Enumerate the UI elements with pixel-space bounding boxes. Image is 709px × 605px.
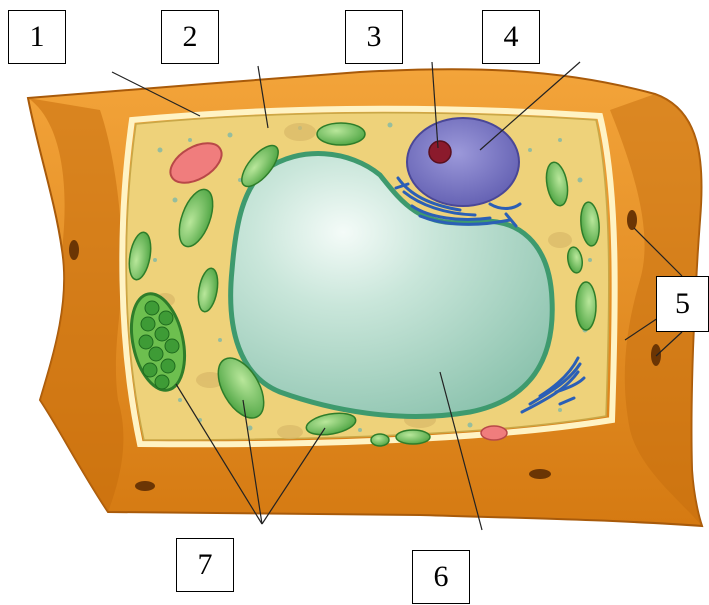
label-box-7: 7 [176, 538, 234, 592]
label-box-4: 4 [482, 10, 540, 64]
wall-pit [135, 481, 155, 491]
mitochondrion [481, 426, 507, 440]
wall-pit [651, 344, 661, 366]
wall-pit [627, 210, 637, 230]
label-box-6: 6 [412, 550, 470, 604]
label-box-3: 3 [345, 10, 403, 64]
wall-pit [69, 240, 79, 260]
nucleolus [429, 141, 451, 163]
label-box-2: 2 [161, 10, 219, 64]
wall-pit [529, 469, 551, 479]
label-box-5: 5 [656, 276, 709, 332]
label-box-1: 1 [8, 10, 66, 64]
